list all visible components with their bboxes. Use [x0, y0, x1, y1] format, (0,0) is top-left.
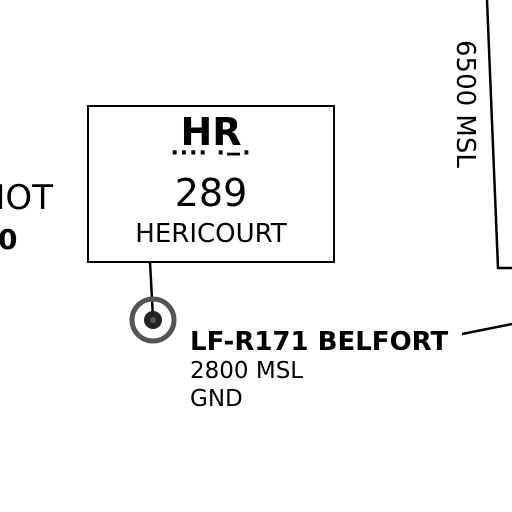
left-partial-value: 0 [0, 223, 18, 256]
ndb-leader-line [148, 261, 155, 319]
right-airspace-boundary [485, 0, 512, 270]
restricted-area-lower-limit: GND [190, 386, 243, 412]
ndb-ident: HR [180, 110, 242, 154]
ndb-morse-code: ···· ·‒· [170, 141, 252, 166]
restricted-area-upper-limit: 2800 MSL [190, 358, 304, 384]
ndb-symbol-icon[interactable] [129, 296, 177, 344]
right-airspace-limit: 6500 MSL [450, 40, 480, 168]
ndb-frequency: 289 [174, 171, 248, 215]
left-partial-label: NOT [0, 178, 53, 218]
ndb-info-box[interactable] [87, 105, 335, 263]
ndb-name: HERICOURT [135, 219, 287, 249]
restricted-area-leader-line [461, 322, 512, 336]
restricted-area-name[interactable]: LF-R171 BELFORT [190, 327, 449, 357]
